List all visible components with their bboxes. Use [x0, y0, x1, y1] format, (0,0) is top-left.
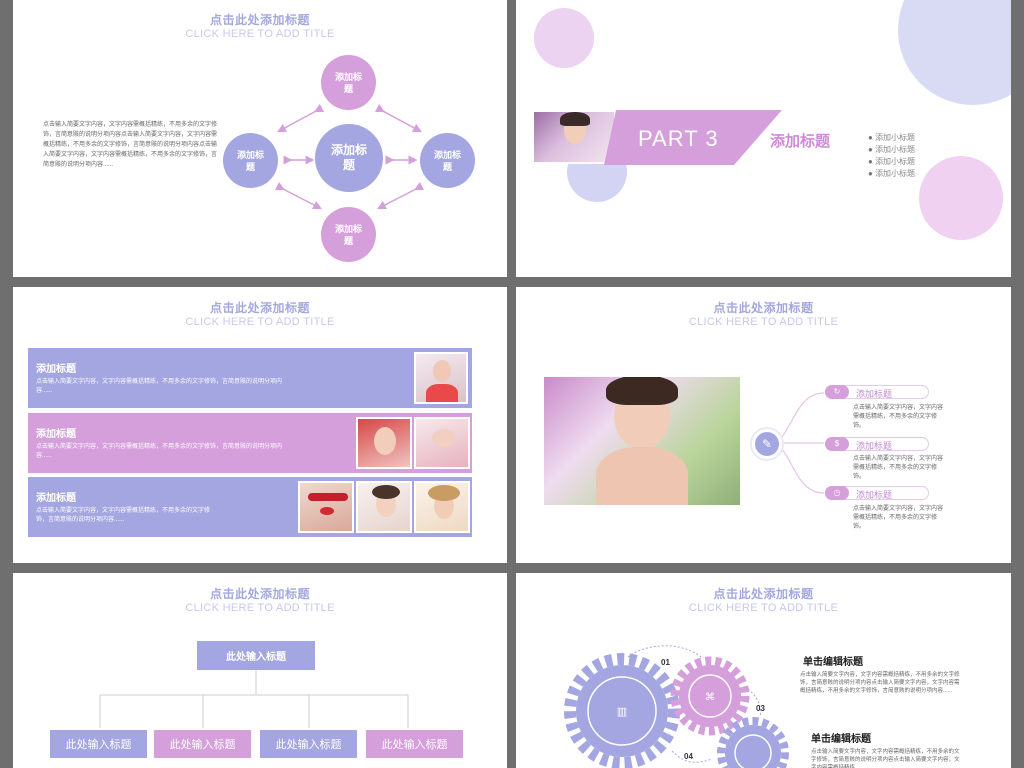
section-heading-2[interactable]: 单击编辑标题 — [811, 734, 871, 745]
decor-circle — [898, 0, 1011, 105]
bullet-item[interactable]: ● 添加小标题 — [868, 145, 916, 154]
org-connectors — [99, 670, 409, 728]
band-photo — [414, 417, 470, 469]
item-text: 点击输入简要文字内容，文字内容需概括精练，不用多余的文字修饰。 — [853, 506, 944, 530]
section-text-2: 点击输入简要文字内容，文字内容需概括精练，不用多余的文字修饰，言简意赅的说明分项… — [811, 749, 960, 768]
slide-subtitle: CLICK HERE TO ADD TITLE — [688, 602, 839, 614]
slide-title: 点击此处添加标题 — [713, 301, 814, 315]
slide-title: 点击此处添加标题 — [713, 587, 814, 601]
content-band-2[interactable]: 添加标题 点击输入简要文字内容，文字内容需概括精练，不用多余的文字修饰，言简意赅… — [28, 413, 472, 473]
gear-small — [717, 717, 789, 768]
item-pill-2[interactable]: $ 添加标题 — [825, 437, 929, 451]
slide-subtitle: CLICK HERE TO ADD TITLE — [185, 602, 335, 614]
section-text-1: 点击输入简要文字内容，文字内容需概括精练，不用多余的文字修饰，言简意赅的说明分项… — [800, 672, 960, 694]
section-heading-1[interactable]: 单击编辑标题 — [803, 657, 863, 668]
money-bag-icon: $ — [825, 437, 849, 451]
band-photo — [414, 481, 470, 533]
bullet-item[interactable]: ● 添加小标题 — [868, 157, 916, 166]
decor-circle — [534, 8, 594, 68]
gear-large: ▥ — [564, 653, 680, 768]
item-label: 添加标题 — [856, 490, 893, 500]
item-text: 点击输入简要文字内容，文字内容需概括精练，不用多余的文字修饰。 — [853, 405, 944, 429]
bullet-item[interactable]: ● 添加小标题 — [868, 133, 916, 142]
item-pill-3[interactable]: ◷ 添加标题 — [825, 486, 929, 500]
step-number: 01 — [661, 658, 670, 667]
recycle-icon: ↻ — [825, 385, 849, 399]
decor-circle — [919, 156, 1003, 240]
slide-title: 点击此处添加标题 — [209, 301, 310, 315]
top-node[interactable]: 添加标题 — [321, 55, 376, 110]
slide-5-org-chart[interactable]: 点击此处添加标题 CLICK HERE TO ADD TITLE 此处输入标题 … — [13, 573, 507, 768]
slide-subtitle: CLICK HERE TO ADD TITLE — [185, 28, 335, 40]
slide-6-gears[interactable]: 点击此处添加标题 CLICK HERE TO ADD TITLE ▥ ⌘ 01 … — [516, 573, 1011, 768]
bullet-list: ● 添加小标题 ● 添加小标题 ● 添加小标题 ● 添加小标题 — [868, 132, 915, 180]
gear-pink: ⌘ — [670, 656, 750, 736]
content-band-3[interactable]: 添加标题 点击输入简要文字内容，文字内容需概括精练，不用多余的文字修饰，言简意赅… — [28, 477, 472, 537]
org-child-1[interactable]: 此处输入标题 — [50, 730, 147, 758]
band-photo — [414, 352, 468, 404]
slide-3-image-bands[interactable]: 点击此处添加标题 CLICK HERE TO ADD TITLE 添加标题 点击… — [13, 287, 507, 563]
part-number: PART 3 — [638, 126, 719, 151]
item-label: 添加标题 — [856, 441, 893, 451]
org-child-4[interactable]: 此处输入标题 — [366, 730, 463, 758]
band-text: 点击输入简要文字内容，文字内容需概括精练，不用多余的文字修饰，言简意赅的说明分项… — [36, 379, 283, 394]
step-number: 03 — [756, 704, 765, 713]
svg-text:⌘: ⌘ — [705, 692, 715, 703]
band-photo — [356, 417, 412, 469]
band-title: 添加标题 — [36, 364, 76, 375]
item-label: 添加标题 — [856, 389, 893, 399]
slide-1-radial-diagram[interactable]: 点击此处添加标题 CLICK HERE TO ADD TITLE 点击输入简要文… — [13, 0, 507, 277]
slide-subtitle: CLICK HERE TO ADD TITLE — [688, 316, 839, 328]
part-heading[interactable]: 添加标题 — [770, 133, 831, 150]
right-node[interactable]: 添加标题 — [420, 133, 475, 188]
slide-title: 点击此处添加标题 — [209, 13, 310, 27]
band-text: 点击输入简要文字内容，文字内容需概括精练，不用多余的文字修饰，言简意赅的说明分项… — [36, 444, 283, 459]
svg-text:▥: ▥ — [617, 705, 627, 718]
band-title: 添加标题 — [36, 429, 76, 440]
center-node[interactable]: 添加标题 — [315, 124, 383, 192]
org-child-3[interactable]: 此处输入标题 — [260, 730, 357, 758]
bullet-item[interactable]: ● 添加小标题 — [868, 169, 916, 178]
left-node[interactable]: 添加标题 — [223, 133, 278, 188]
slide-2-part-divider[interactable]: PART 3 添加标题 ● 添加小标题 ● 添加小标题 ● 添加小标题 ● 添加… — [516, 0, 1011, 277]
gear-diagram: ▥ ⌘ — [564, 645, 789, 768]
item-pill-1[interactable]: ↻ 添加标题 — [825, 385, 929, 399]
step-number: 04 — [684, 752, 693, 761]
band-text: 点击输入简要文字内容，文字内容需概括精练，不用多余的文字修饰，言简意赅的说明分项… — [36, 508, 211, 523]
content-band-1[interactable]: 添加标题 点击输入简要文字内容，文字内容需概括精练，不用多余的文字修饰，言简意赅… — [28, 348, 472, 408]
alarm-clock-icon: ◷ — [825, 486, 849, 500]
center-badge: ✎ — [750, 427, 784, 461]
palette-icon: ✎ — [755, 432, 779, 456]
slide-4-photo-list[interactable]: 点击此处添加标题 CLICK HERE TO ADD TITLE ✎ ↻ 添加标… — [516, 287, 1011, 563]
band-title: 添加标题 — [36, 493, 76, 504]
slide-title: 点击此处添加标题 — [209, 587, 310, 601]
band-photo — [298, 481, 354, 533]
body-paragraph: 点击输入简要文字内容，文字内容需概括精练，不用多余的文字修饰，言简意赅的说明分项… — [43, 122, 218, 168]
hero-photo — [544, 377, 740, 505]
org-root[interactable]: 此处输入标题 — [197, 641, 315, 670]
org-child-2[interactable]: 此处输入标题 — [154, 730, 251, 758]
part-banner — [604, 110, 782, 165]
band-photo — [356, 481, 412, 533]
item-text: 点击输入简要文字内容，文字内容需概括精练，不用多余的文字修饰。 — [853, 456, 944, 480]
slide-subtitle: CLICK HERE TO ADD TITLE — [185, 316, 335, 328]
bottom-node[interactable]: 添加标题 — [321, 207, 376, 262]
diagram-arrows — [274, 103, 425, 210]
